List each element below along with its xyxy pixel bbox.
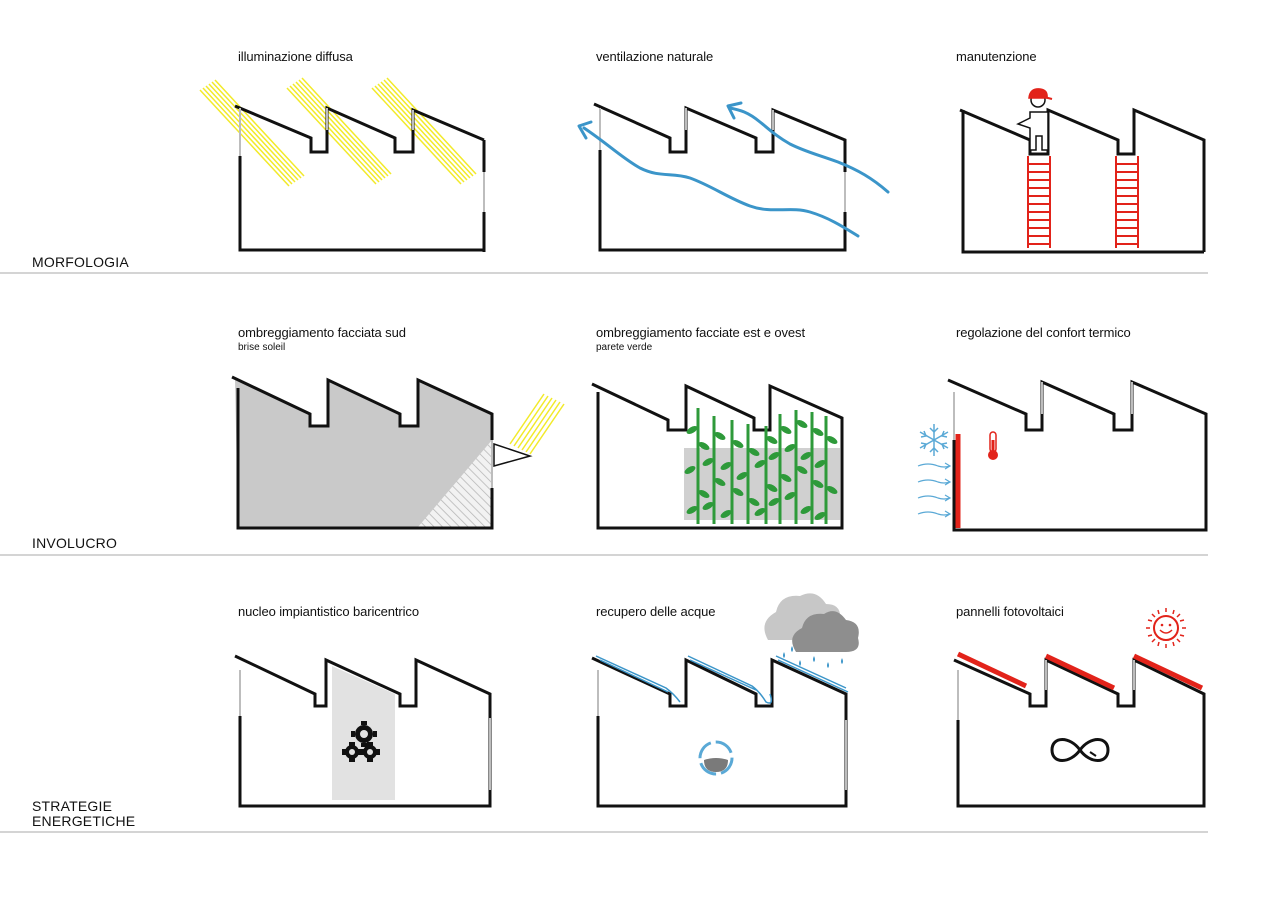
building-section (947, 378, 1208, 532)
cold-air-arrows (917, 462, 952, 518)
section-divider (0, 272, 1208, 274)
sun-ray-icon (509, 393, 565, 455)
building-section (953, 657, 1206, 808)
section-divider (0, 554, 1208, 556)
section-label-involucro: INVOLUCRO (32, 535, 118, 551)
worker-icon (1016, 88, 1053, 151)
panel-subtitle-parete-verde: parete verde (596, 342, 653, 353)
building-section (231, 375, 533, 530)
diagram-nucleo (234, 654, 492, 808)
wind-arrow-icon (577, 101, 890, 238)
building-section (959, 107, 1206, 254)
vine-leaves (684, 420, 838, 520)
water-cycle-icon (698, 740, 734, 776)
panel-title-manutenzione: manutenzione (956, 49, 1037, 64)
building-section (591, 656, 848, 808)
panel-title-comfort-termico: regolazione del confort termico (956, 325, 1131, 340)
building-section (234, 654, 492, 808)
panel-title-nucleo: nucleo impiantistico baricentrico (238, 604, 419, 619)
section-label-morfologia: MORFOLOGIA (32, 254, 129, 270)
panel-title-ombreggiamento-est-ovest: ombreggiamento facciate est e ovest (596, 325, 805, 340)
thermometer-icon (988, 431, 998, 460)
diagram-acque (591, 593, 859, 808)
panel-title-ventilazione: ventilazione naturale (596, 49, 714, 64)
diagram-ombreggiamento-est-ovest (591, 382, 844, 530)
cloud-rain-icon (764, 593, 859, 668)
snowflake-icon (919, 424, 949, 456)
panel-title-fotovoltaici: pannelli fotovoltaici (956, 604, 1064, 619)
section-label-line2: ENERGETICHE (32, 813, 136, 829)
diagram-fotovoltaici (953, 608, 1206, 808)
panel-title-illuminazione: illuminazione diffusa (238, 49, 353, 64)
diagram-ombreggiamento-sud (231, 375, 565, 530)
panel-title-ombreggiamento-sud: ombreggiamento facciata sud (238, 325, 406, 340)
sun-face-icon (1146, 608, 1186, 648)
panel-title-acque: recupero delle acque (596, 604, 716, 619)
diagram-illuminazione (199, 77, 486, 252)
vine-icon (696, 408, 828, 524)
diagram-comfort-termico (917, 378, 1208, 532)
sun-ray-icon (199, 77, 477, 187)
section-divider (0, 831, 1208, 833)
panel-subtitle-brise-soleil: brise soleil (238, 342, 286, 353)
ladder-icon (1027, 156, 1139, 248)
infinity-plug-icon (1050, 738, 1110, 762)
building-section (593, 102, 847, 252)
diagram-ventilazione (577, 101, 890, 252)
rainwater-gutter (595, 655, 849, 704)
solar-panel-icon (956, 651, 1204, 691)
building-section (234, 104, 486, 252)
building-section (591, 382, 844, 530)
section-label-line1: STRATEGIE (32, 798, 113, 814)
section-label-strategie: STRATEGIE ENERGETICHE (32, 799, 135, 829)
gears-icon (342, 721, 380, 762)
diagram-manutenzione (959, 88, 1206, 254)
